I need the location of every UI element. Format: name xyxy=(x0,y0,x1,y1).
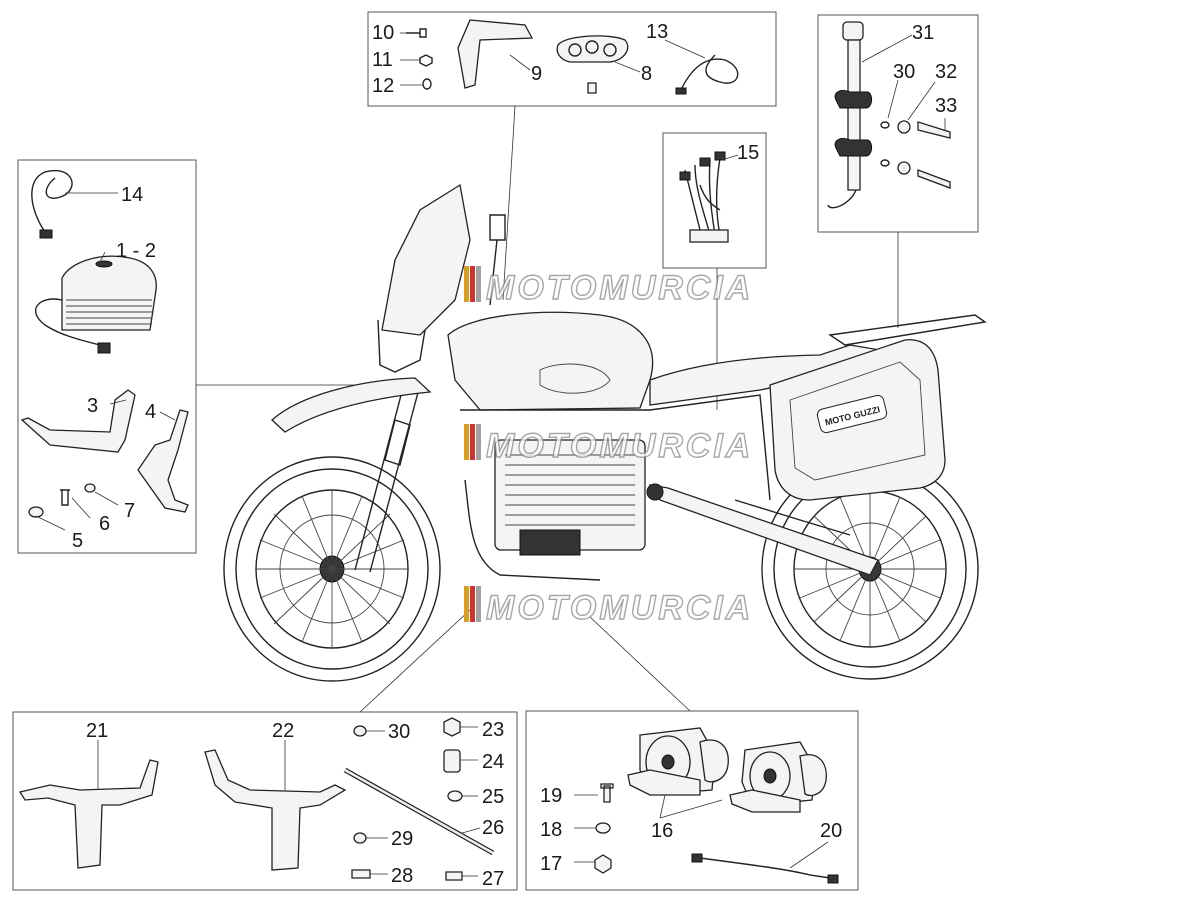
callout-24: 24 xyxy=(482,751,504,773)
cable-14 xyxy=(31,169,73,233)
side-case: MOTO GUZZI xyxy=(769,339,946,501)
motorcycle: MOTO GUZZI xyxy=(223,183,987,682)
callout-21: 21 xyxy=(86,720,108,742)
callout-8: 8 xyxy=(641,63,652,85)
callout-11: 11 xyxy=(372,49,393,71)
box-leader-lines xyxy=(196,105,899,713)
callout-17: 17 xyxy=(540,853,562,875)
callout-27: 27 xyxy=(482,868,504,890)
callout-7: 7 xyxy=(124,500,135,522)
callout-30b: 30 xyxy=(388,721,410,743)
siren-16a xyxy=(627,727,729,796)
speaker-1-2 xyxy=(34,255,157,354)
callout-6: 6 xyxy=(99,513,110,535)
callout-14: 14 xyxy=(121,184,143,206)
callout-18: 18 xyxy=(540,819,562,841)
box-wiring-15 xyxy=(662,132,767,269)
bottom-right-parts xyxy=(574,727,839,884)
svg-text:MOTOMURCIA: MOTOMURCIA xyxy=(486,269,753,307)
cable-13 xyxy=(679,54,739,93)
callout-10: 10 xyxy=(372,22,394,44)
box-top-center xyxy=(367,11,777,107)
luggage-rack xyxy=(828,314,987,346)
box-bottom-right xyxy=(525,710,859,891)
box-bottom-left xyxy=(12,711,518,891)
watermark-3: MOTOMURCIA xyxy=(464,586,753,628)
svg-text:MOTOMURCIA: MOTOMURCIA xyxy=(486,427,753,465)
crash-bar-21 xyxy=(18,759,159,869)
callout-33: 33 xyxy=(935,95,957,117)
callout-13: 13 xyxy=(646,21,668,43)
bracket-9 xyxy=(457,19,534,89)
top-center-parts xyxy=(400,19,739,95)
callout-4: 4 xyxy=(145,401,156,423)
callout-26: 26 xyxy=(482,817,504,839)
callout-3: 3 xyxy=(87,395,98,417)
callout-31: 31 xyxy=(912,22,934,44)
callout-5: 5 xyxy=(72,530,83,552)
cable-20 xyxy=(699,857,831,879)
callout-12: 12 xyxy=(372,75,394,97)
crash-bar-22 xyxy=(204,749,347,871)
front-fork xyxy=(271,377,432,573)
callout-15: 15 xyxy=(737,142,759,164)
callout-9: 9 xyxy=(531,63,542,85)
callout-29: 29 xyxy=(391,828,413,850)
callout-16: 16 xyxy=(651,820,673,842)
left-box-parts xyxy=(20,169,189,531)
bottom-left-parts xyxy=(18,717,495,881)
callout-22: 22 xyxy=(272,720,294,742)
svg-text:MOTOMURCIA: MOTOMURCIA xyxy=(486,589,753,627)
fuel-tank xyxy=(447,311,654,411)
top-right-parts xyxy=(827,21,951,209)
windscreen xyxy=(377,183,506,373)
callout-30a: 30 xyxy=(893,61,915,83)
switch-cover-8 xyxy=(556,35,629,63)
callout-1-2: 1 - 2 xyxy=(116,240,156,262)
callout-23: 23 xyxy=(482,719,504,741)
watermark-2: MOTOMURCIA xyxy=(464,424,753,466)
box-top-right xyxy=(817,14,979,233)
box-left xyxy=(17,159,197,554)
engine xyxy=(464,439,646,581)
watermark-1: MOTOMURCIA xyxy=(464,266,753,308)
case-badge-plate xyxy=(816,394,888,434)
callout-28: 28 xyxy=(391,865,413,887)
bracket-3 xyxy=(20,389,136,453)
front-wheel xyxy=(223,456,441,682)
callout-25: 25 xyxy=(482,786,504,808)
callout-20: 20 xyxy=(820,820,842,842)
siren-16b xyxy=(729,741,827,813)
callout-19: 19 xyxy=(540,785,562,807)
bracket-4 xyxy=(137,409,189,513)
callout-32: 32 xyxy=(935,61,957,83)
frame xyxy=(460,394,879,576)
callout-labels: 10 11 12 9 8 13 14 1 - 2 3 4 7 6 5 15 31… xyxy=(72,21,957,890)
wiring-harness-15 xyxy=(679,151,739,243)
watermark-group: MOTOMURCIA MOTOMURCIA MOTOMURCIA xyxy=(464,266,753,628)
